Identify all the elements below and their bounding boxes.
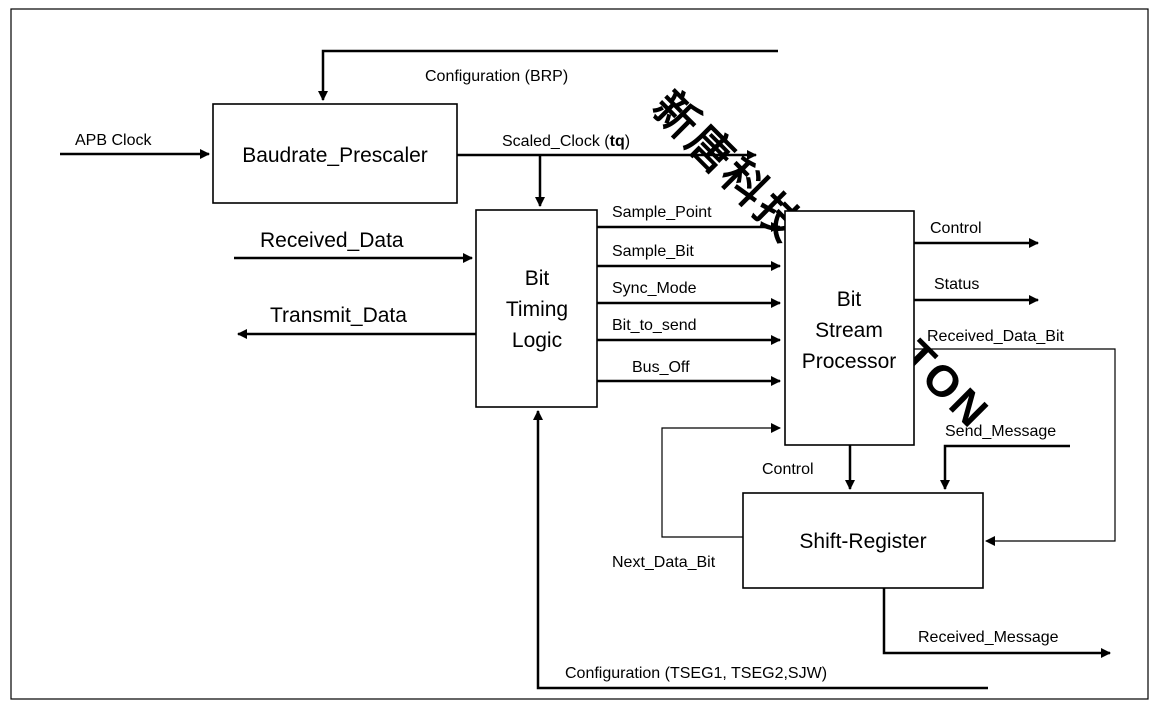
- baudrate-prescaler-label: Baudrate_Prescaler: [242, 144, 428, 167]
- sample-bit-label: Sample_Bit: [612, 243, 694, 260]
- bit-timing-logic-label-2: Timing: [506, 298, 568, 321]
- config-tseg-label: Configuration (TSEG1, TSEG2,SJW): [565, 665, 827, 682]
- bit-timing-logic-label-1: Bit: [525, 267, 550, 290]
- transmit-data-label: Transmit_Data: [270, 304, 407, 327]
- received-data-label: Received_Data: [260, 229, 404, 252]
- next-data-bit-label: Next_Data_Bit: [612, 554, 716, 571]
- config-tseg-line: [533, 410, 988, 690]
- status-out-label: Status: [934, 276, 979, 293]
- sample-point-label: Sample_Point: [612, 204, 712, 221]
- send-message-label: Send_Message: [945, 423, 1056, 440]
- shift-register-label: Shift-Register: [799, 530, 926, 553]
- received-message-line: [882, 588, 1111, 658]
- next-data-bit-line: [661, 423, 781, 538]
- bit-to-send-label: Bit_to_send: [612, 317, 697, 334]
- baudrate-prescaler-block: [212, 103, 458, 204]
- diagram-frame: [10, 8, 1149, 700]
- bus-off-label: Bus_Off: [632, 359, 690, 376]
- scaled-clock-label: Scaled_Clock (tq): [502, 133, 630, 150]
- sync-mode-label: Sync_Mode: [612, 280, 697, 297]
- send-message-line: [940, 444, 1070, 490]
- config-brp-label: Configuration (BRP): [425, 68, 568, 85]
- received-data-bit-label: Received_Data_Bit: [927, 328, 1065, 345]
- bit-stream-processor-block: [784, 210, 915, 446]
- control-down-label: Control: [762, 461, 814, 478]
- apb-clock-label: APB Clock: [75, 132, 152, 149]
- received-data-bit-line: [914, 348, 1116, 546]
- bit-stream-processor-label-3: Processor: [802, 350, 897, 373]
- config-brp-line: [318, 49, 778, 101]
- control-out-label: Control: [930, 220, 982, 237]
- received-message-label: Received_Message: [918, 629, 1059, 646]
- shift-register-block: [742, 492, 984, 589]
- bit-timing-logic-block: [475, 209, 598, 408]
- bit-stream-processor-label-2: Stream: [815, 319, 883, 342]
- bit-stream-processor-label-1: Bit: [837, 288, 862, 311]
- bit-timing-logic-label-3: Logic: [512, 329, 562, 352]
